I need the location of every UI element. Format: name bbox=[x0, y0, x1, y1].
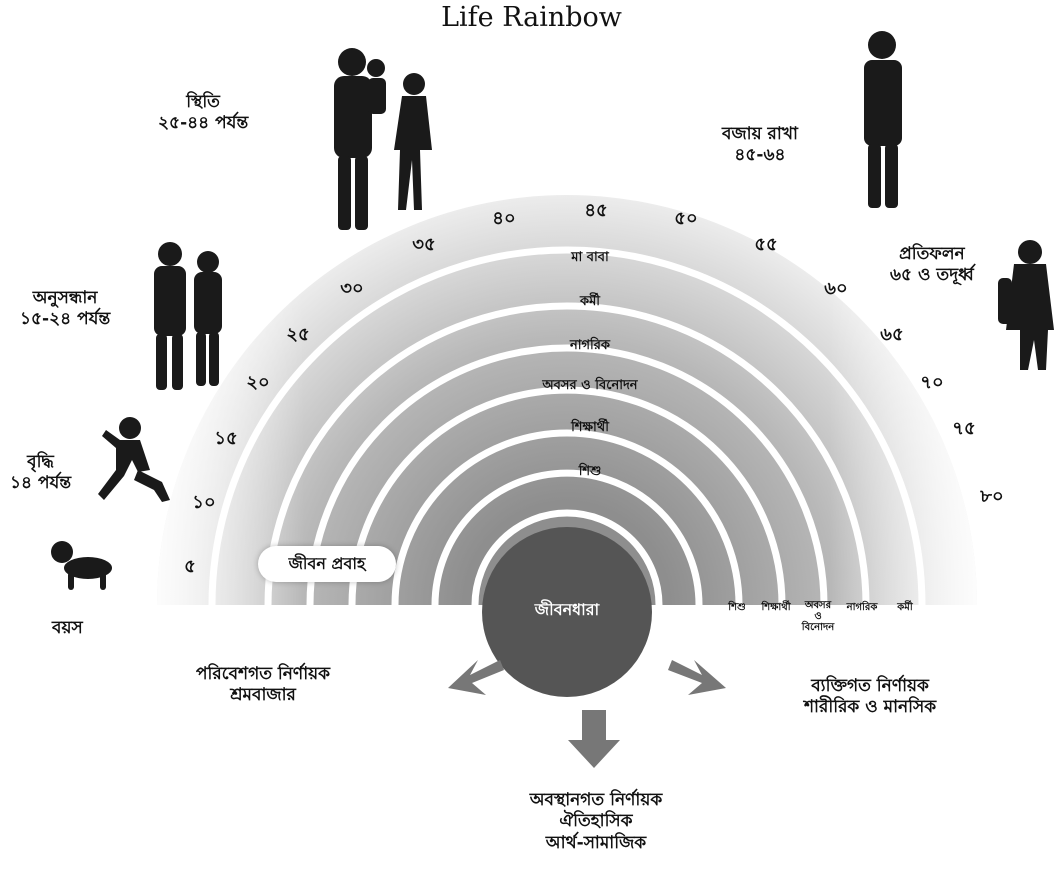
lifestyle-circle bbox=[482, 527, 652, 697]
silhouettes bbox=[51, 31, 1054, 590]
small-role-leisure-2: ও bbox=[814, 611, 822, 622]
role-label: শিশু bbox=[578, 464, 602, 479]
role-label: কর্মী bbox=[579, 294, 601, 309]
elderly-silhouette bbox=[998, 240, 1054, 370]
age-marker: ৪০ bbox=[492, 208, 516, 229]
small-role-citizen: নাগরিক bbox=[846, 602, 878, 613]
personal-determinant: ব্যক্তিগত নির্ণায়ক শারীরিক ও মানসিক bbox=[804, 676, 936, 719]
age-marker: ১০ bbox=[192, 492, 216, 513]
determinant-arrows bbox=[448, 660, 726, 768]
small-role-leisure-1: অবসর bbox=[804, 600, 832, 611]
life-flow-label: জীবন প্রবাহ bbox=[258, 546, 396, 582]
stage-maintenance-name: বজায় রাখা bbox=[722, 124, 798, 144]
stage-establishment-range: ২৫-৪৪ পর্যন্ত bbox=[158, 113, 249, 134]
personal-determinant-detail: শারীরিক ও মানসিক bbox=[804, 697, 937, 718]
stage-maintenance: বজায় রাখা ৪৫-৬৪ bbox=[722, 124, 798, 167]
age-marker: ৬০ bbox=[824, 278, 848, 299]
stage-establishment-name: স্থিতি bbox=[186, 92, 220, 112]
baby-silhouette bbox=[51, 541, 112, 590]
arrow-right bbox=[668, 660, 726, 695]
role-label: মা বাবা bbox=[571, 250, 609, 265]
stage-growth-name: বৃদ্ধি bbox=[27, 452, 54, 472]
diagram-title: Life Rainbow bbox=[441, 2, 622, 33]
age-marker: ৫৫ bbox=[754, 234, 778, 255]
small-role-worker: কর্মী bbox=[897, 602, 913, 613]
age-marker: ৫০ bbox=[674, 208, 698, 229]
family-silhouette bbox=[334, 48, 432, 230]
stage-disengagement-name: প্রতিফলন bbox=[899, 244, 965, 264]
age-marker: ৪৫ bbox=[584, 200, 608, 221]
situational-determinant-title: অবস্থানগত নির্ণায়ক bbox=[529, 790, 663, 810]
stage-growth-range: ১৪ পর্যন্ত bbox=[10, 473, 72, 494]
role-label: শিক্ষার্থী bbox=[571, 420, 609, 435]
situational-determinant: অবস্থানগত নির্ণায়ক ঐতিহাসিক আর্থ-সামাজি… bbox=[496, 790, 696, 854]
age-caption: বয়স bbox=[52, 618, 83, 638]
age-marker: ৭০ bbox=[920, 372, 944, 393]
environmental-determinant-detail: শ্রমবাজার bbox=[230, 685, 296, 706]
role-label: নাগরিক bbox=[569, 338, 610, 353]
arrow-left bbox=[448, 660, 504, 695]
age-marker: ৫ bbox=[184, 556, 196, 577]
stage-maintenance-range: ৪৫-৬৪ bbox=[734, 145, 786, 166]
environmental-determinant-title: পরিবেশগত নির্ণায়ক bbox=[196, 664, 331, 684]
age-marker: ২০ bbox=[246, 372, 270, 393]
role-label: অবসর ও বিনোদন bbox=[542, 378, 638, 393]
role-band-separators bbox=[208, 246, 926, 606]
age-marker: ৭৫ bbox=[952, 418, 976, 439]
stage-disengagement-range: ৬৫ ও তদূর্ধ্ব bbox=[890, 265, 974, 286]
small-role-leisure-3: বিনোদন bbox=[801, 622, 835, 633]
adult-man-silhouette bbox=[864, 31, 902, 208]
age-marker: ৮০ bbox=[980, 486, 1004, 507]
stage-exploration-range: ১৫-২৪ পর্যন্ত bbox=[20, 309, 111, 330]
small-role-leisure: অবসর ও বিনোদন bbox=[798, 600, 838, 633]
small-role-child: শিশু bbox=[728, 602, 746, 613]
small-role-student: শিক্ষার্থী bbox=[761, 602, 791, 613]
stage-establishment: স্থিতি ২৫-৪৪ পর্যন্ত bbox=[158, 92, 248, 135]
child-silhouette bbox=[98, 417, 170, 502]
stage-exploration-name: অনুসন্ধান bbox=[32, 288, 98, 308]
age-marker: ১৫ bbox=[214, 428, 238, 449]
stage-disengagement: প্রতিফলন ৬৫ ও তদূর্ধ্ব bbox=[890, 244, 974, 287]
youth-couple-silhouette bbox=[154, 242, 222, 390]
age-marker: ২৫ bbox=[286, 324, 310, 345]
age-marker: ৬৫ bbox=[880, 324, 904, 345]
age-marker: ৩৫ bbox=[412, 234, 436, 255]
age-marker: ৩০ bbox=[340, 278, 364, 299]
center-label: জীবনধারা bbox=[534, 600, 600, 619]
situational-determinant-detail-1: ঐতিহাসিক bbox=[559, 811, 633, 832]
arrow-down bbox=[568, 710, 620, 768]
stage-growth: বৃদ্ধি ১৪ পর্যন্ত bbox=[10, 452, 71, 495]
situational-determinant-detail-2: আর্থ-সামাজিক bbox=[545, 832, 647, 853]
stage-exploration: অনুসন্ধান ১৫-২৪ পর্যন্ত bbox=[20, 288, 110, 331]
personal-determinant-title: ব্যক্তিগত নির্ণায়ক bbox=[811, 676, 929, 696]
environmental-determinant: পরিবেশগত নির্ণায়ক শ্রমবাজার bbox=[196, 664, 330, 707]
